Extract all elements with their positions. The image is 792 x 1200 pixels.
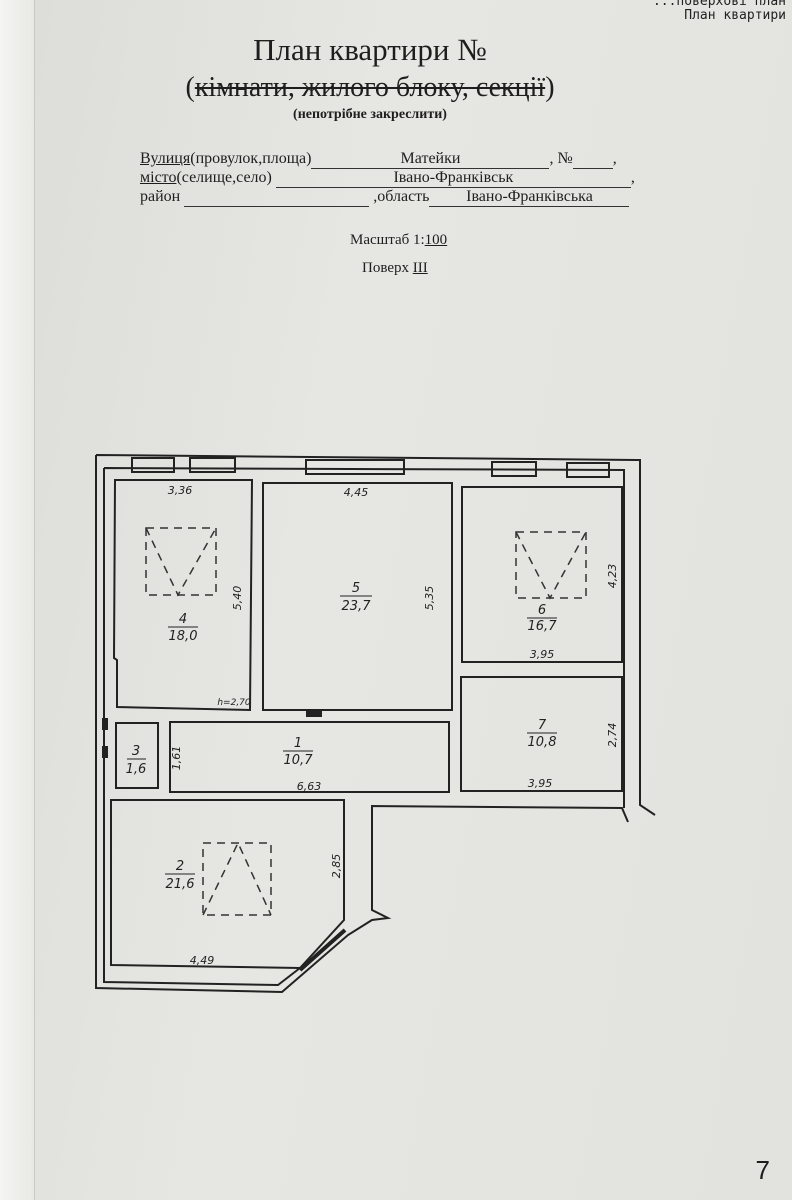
room-4-area: 18,0 xyxy=(169,629,198,644)
room-6 xyxy=(461,486,623,663)
scale: Масштаб 1:100 xyxy=(350,232,447,249)
street-label: Вулиця xyxy=(140,150,191,167)
city-value: Івано-Франківськ xyxy=(275,169,631,188)
room-6-length: 4,23 xyxy=(606,564,619,589)
district-value xyxy=(184,188,370,207)
city-suffix: (селище,село) xyxy=(176,169,272,186)
room-1-area: 10,7 xyxy=(284,753,314,768)
room-2-length: 2,85 xyxy=(330,854,343,879)
room-3 xyxy=(115,722,159,789)
room-4-width: 3,36 xyxy=(168,484,193,497)
room-4-number: 4 xyxy=(179,612,187,627)
number-label: , № xyxy=(549,150,573,167)
room-1-length: 6,63 xyxy=(297,780,322,793)
room-5-number: 5 xyxy=(352,581,360,596)
room-5-width: 4,45 xyxy=(344,486,369,499)
room-7 xyxy=(460,676,623,792)
region-value: Івано-Франківська xyxy=(429,188,630,207)
ceiling-height: h=2,70 xyxy=(217,698,251,708)
room-2-area: 21,6 xyxy=(166,877,195,892)
scale-value: 100 xyxy=(424,232,448,248)
vent-icon xyxy=(306,711,322,717)
outer-wall xyxy=(95,454,656,994)
city-label: місто xyxy=(140,169,177,186)
street-row: Вулиця(провулок,площа)Матейки, № , xyxy=(140,150,617,169)
room-5-area: 23,7 xyxy=(342,599,372,614)
title-struck: (кімнати, жилого блоку, секції) xyxy=(185,72,555,103)
district-label: район xyxy=(140,188,181,205)
room-2 xyxy=(110,799,345,970)
room-3-area: 1,6 xyxy=(126,762,147,777)
marker-icon xyxy=(102,746,108,758)
room-7-length: 2,74 xyxy=(606,723,619,748)
room-4 xyxy=(112,479,254,712)
number-value xyxy=(572,150,613,169)
room-3-number: 3 xyxy=(132,744,140,759)
corner-header-2: План квартири xyxy=(684,8,786,23)
room-6-width: 3,95 xyxy=(530,648,555,661)
room-7-width: 3,95 xyxy=(528,777,553,790)
room-6-area: 16,7 xyxy=(528,619,558,634)
marker-icon xyxy=(102,718,108,730)
room-7-number: 7 xyxy=(538,718,547,733)
floor-label: Поверх xyxy=(362,260,409,276)
room-1-number: 1 xyxy=(294,736,302,751)
street-suffix: (провулок,площа) xyxy=(190,150,312,167)
room-2-number: 2 xyxy=(176,859,184,874)
room-2-width: 4,49 xyxy=(190,954,215,967)
city-row: місто(селище,село) Івано-Франківськ, xyxy=(140,169,635,188)
page-edge xyxy=(0,0,35,1200)
room-1 xyxy=(169,721,450,793)
title-note: (непотрібне закреслити) xyxy=(293,107,447,122)
floor: Поверх III xyxy=(362,260,428,277)
region-label: ,область xyxy=(373,188,430,205)
scale-label: Масштаб 1: xyxy=(350,232,425,248)
street-value: Матейки xyxy=(311,150,550,169)
floor-value: III xyxy=(412,260,428,276)
room-4-length: 5,40 xyxy=(231,586,244,611)
room-1-width: 1,61 xyxy=(170,746,183,771)
room-5-length: 5,35 xyxy=(423,586,436,611)
room-6-number: 6 xyxy=(538,603,546,618)
room-7-area: 10,8 xyxy=(528,735,557,750)
corner-header-1: ...поверхові план xyxy=(652,0,786,9)
room-5 xyxy=(262,482,453,711)
page-title: План квартири № xyxy=(253,32,487,67)
page-number: 7 xyxy=(755,1155,770,1185)
struck-options: кімнати, жилого блоку, секції xyxy=(194,72,546,103)
